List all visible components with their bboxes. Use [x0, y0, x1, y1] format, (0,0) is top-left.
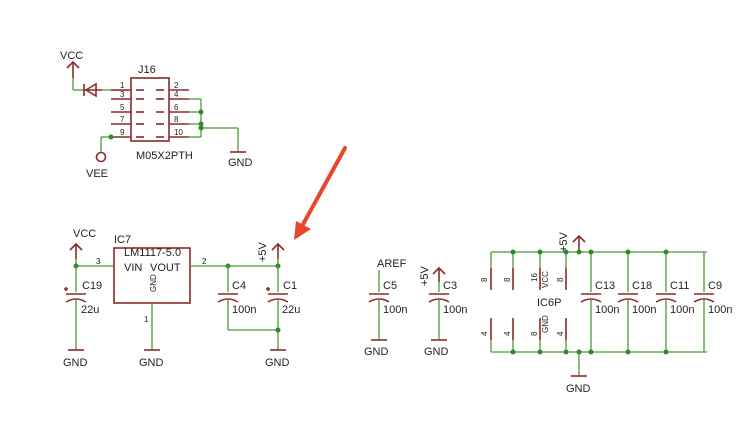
ic6p-pin-top-2: 8 [503, 277, 512, 282]
gnd-label-c3: GND [424, 346, 449, 358]
j16-pin-numbers: 1 2 3 4 5 6 7 8 9 10 [120, 81, 183, 137]
c5-ref-label: C5 [383, 280, 397, 292]
j16-header-block: VCC J16 M05X2PTH [60, 50, 253, 180]
ic7-vout-label: VOUT [150, 262, 181, 274]
j16-pin-1: 1 [120, 81, 125, 90]
j16-pin-6: 6 [174, 103, 179, 112]
ic6p-ref-label: IC6P [537, 297, 561, 309]
gnd-label-ic7: GND [139, 357, 164, 369]
c19-ref-label: C19 [82, 280, 102, 292]
ic6p-pin-top-3: 16 [530, 273, 539, 282]
j16-ref-label: J16 [138, 64, 156, 76]
c9-value-label: 100n [708, 304, 732, 316]
vcc-label-top: VCC [60, 50, 83, 62]
vee-label: VEE [86, 168, 108, 180]
c9-ref-label: C9 [708, 280, 722, 292]
gnd-label-j16: GND [228, 157, 253, 169]
c19-value-label: 22u [81, 304, 99, 316]
ic6p-gnd-pin-label: GND [541, 315, 550, 333]
j16-pin-9: 9 [120, 128, 125, 137]
gnd-label-c5: GND [364, 346, 389, 358]
ic7-pin-in: 3 [96, 257, 101, 266]
ic6p-bypass-caps [580, 252, 715, 352]
ic6p-pin-bottom-1: 4 [480, 331, 489, 336]
plus5v-label-c3: +5V [419, 265, 431, 286]
diode-icon [83, 82, 102, 98]
c3-capacitor-icon [428, 293, 450, 303]
ic6p-pin-top-1: 8 [480, 277, 489, 282]
ic6p-block: +5V GND 8 8 16 [480, 231, 732, 395]
ic6p-pin-bottom-2: 4 [503, 331, 512, 336]
ic7-pin-gnd: 1 [144, 315, 149, 324]
c5-capacitor-icon [368, 293, 390, 303]
c11-value-label: 100n [670, 304, 694, 316]
ic7-value-label: LM1117-5.0 [124, 247, 181, 259]
gnd-label-ic6p: GND [566, 383, 591, 395]
c11-ref-label: C11 [670, 280, 689, 292]
ic7-gnd-pin-label: GND [149, 274, 158, 292]
c18-value-label: 100n [632, 304, 656, 316]
c19-polarized-capacitor-icon [64, 287, 87, 303]
aref-block: AREF C5 100n GND +5V C3 100n GND [364, 258, 467, 358]
c13-value-label: 100n [595, 304, 619, 316]
plus5v-supply-arrow-icon-ic6p [572, 234, 586, 250]
j16-connector-body [130, 77, 170, 142]
c18-ref-label: C18 [632, 280, 652, 292]
gnd-label-c1: GND [265, 357, 290, 369]
regulator-block: VCC C19 22u GND IC7 LM1117-5.0 VIN VOUT … [63, 228, 300, 369]
j16-pin-10: 10 [174, 128, 183, 137]
c5-value-label: 100n [383, 304, 407, 316]
plus5v-supply-arrow-icon-c3 [432, 266, 446, 282]
red-arrow-icon [294, 146, 347, 240]
plus5v-label-reg: +5V [257, 241, 269, 262]
c1-polarized-capacitor-icon [266, 287, 289, 303]
ic7-vin-label: VIN [124, 262, 142, 274]
ic6p-pin-numbers: 8 8 16 8 4 4 8 4 VCC GND [480, 271, 565, 336]
ic6p-pin-bottom-3: 8 [530, 331, 539, 336]
ic7-ref-label: IC7 [114, 234, 131, 246]
j16-pin-3: 3 [120, 90, 125, 99]
gnd-label-c19: GND [63, 357, 88, 369]
c4-capacitor-icon [217, 293, 239, 303]
vee-port-icon [95, 151, 107, 163]
j16-pin-marks [111, 89, 189, 138]
c4-ref-label: C4 [232, 280, 246, 292]
j16-value-label: M05X2PTH [136, 150, 193, 162]
j16-pin-8: 8 [174, 115, 179, 124]
c1-value-label: 22u [282, 304, 300, 316]
ic6p-junctions [510, 249, 669, 355]
c13-ref-label: C13 [595, 280, 615, 292]
plus5v-label-ic6p: +5V [558, 231, 570, 252]
c3-ref-label: C3 [443, 280, 457, 292]
j16-pin-7: 7 [120, 115, 125, 124]
j16-pin-2: 2 [174, 81, 179, 90]
j16-pin-5: 5 [120, 103, 125, 112]
j16-pin-4: 4 [174, 90, 179, 99]
ic6p-pin-top-4: 8 [556, 277, 565, 282]
c4-value-label: 100n [232, 304, 256, 316]
vcc-label-reg: VCC [73, 228, 96, 240]
vcc-supply-arrow-icon [66, 60, 80, 78]
c3-value-label: 100n [443, 304, 467, 316]
vcc-supply-arrow-icon-reg [69, 242, 83, 259]
ic6p-pin-bottom-4: 4 [556, 331, 565, 336]
ic7-pin-out: 2 [202, 257, 207, 266]
ic6p-power-pins [490, 252, 567, 352]
ic6p-vcc-pin-label: VCC [541, 271, 550, 288]
c1-ref-label: C1 [283, 280, 297, 292]
aref-label: AREF [377, 258, 407, 270]
plus5v-supply-arrow-icon-reg [271, 242, 285, 259]
